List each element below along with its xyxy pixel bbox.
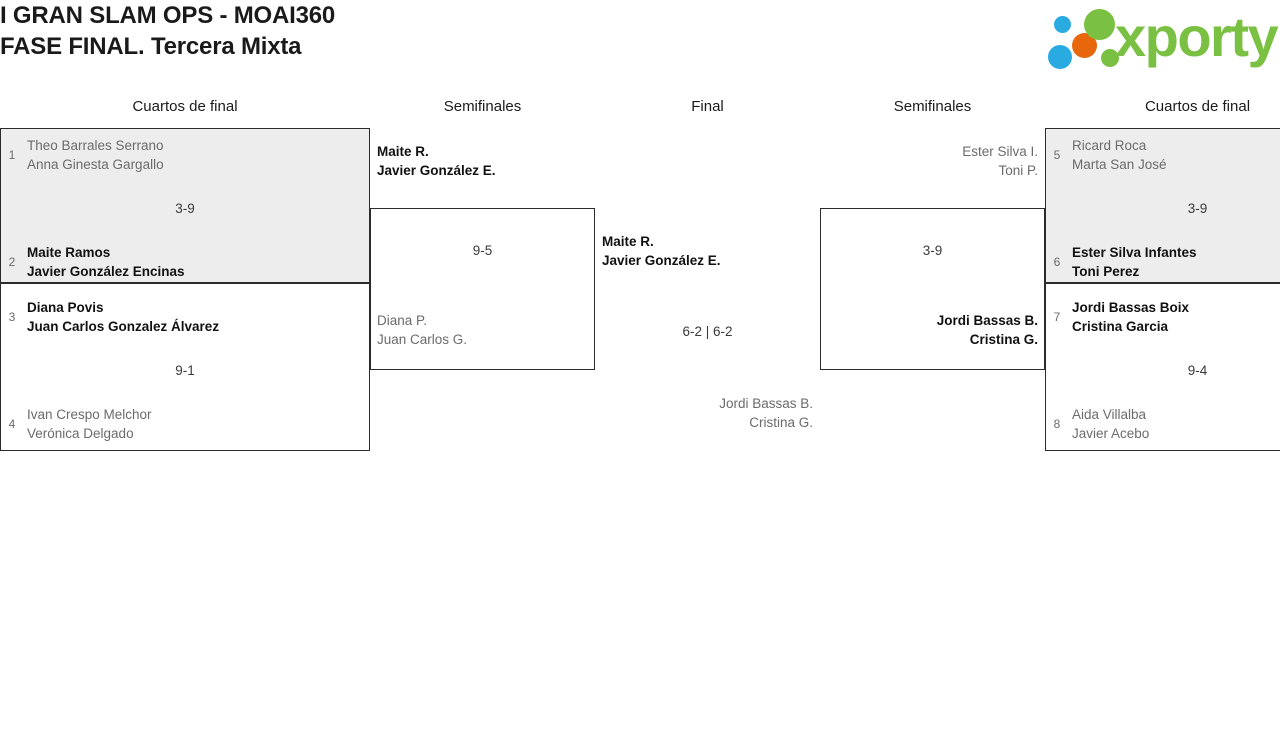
player-name: Toni Perez <box>1072 264 1140 279</box>
team-right-sf-top[interactable]: Ester Silva I. Toni P. <box>820 142 1038 180</box>
player-name: Anna Ginesta Gargallo <box>27 157 164 172</box>
player-name: Theo Barrales Serrano <box>27 138 164 153</box>
seed-right-qf2-bottom: 8 <box>1053 417 1061 431</box>
player-name: Jordi Bassas Boix <box>1072 300 1190 315</box>
seed-right-qf1-bottom: 6 <box>1053 255 1061 269</box>
player-name: Jordi Bassas B. <box>936 313 1038 328</box>
team-left-qf1-top[interactable]: Theo Barrales Serrano Anna Ginesta Garga… <box>27 136 164 174</box>
player-name: Ester Silva I. <box>962 144 1038 159</box>
round-header-right-semifinals: Semifinales <box>893 98 972 115</box>
score-right-qf-1: 3-9 <box>1187 201 1208 216</box>
seed-right-qf1-top: 5 <box>1053 148 1061 162</box>
player-name: Ester Silva Infantes <box>1072 245 1197 260</box>
player-name: Marta San José <box>1072 157 1167 172</box>
player-name: Ricard Roca <box>1072 138 1147 153</box>
team-right-qf1-top[interactable]: Ricard Roca Marta San José <box>1072 136 1167 174</box>
player-name: Cristina G. <box>749 415 813 430</box>
logo-dot-green-small-icon <box>1101 49 1119 67</box>
score-right-semifinal: 3-9 <box>922 243 943 258</box>
player-name: Jordi Bassas B. <box>719 396 813 411</box>
team-left-qf2-bottom[interactable]: Ivan Crespo Melchor Verónica Delgado <box>27 405 152 443</box>
match-box-left-semifinal[interactable] <box>370 208 595 370</box>
match-box-left-qf-1[interactable] <box>0 128 370 283</box>
page-title: I GRAN SLAM OPS - MOAI360 FASE FINAL. Te… <box>0 0 800 62</box>
player-name: Cristina G. <box>969 332 1038 347</box>
player-name: Diana Povis <box>27 300 104 315</box>
match-box-left-qf-2[interactable] <box>0 283 370 451</box>
seed-right-qf2-top: 7 <box>1053 310 1061 324</box>
score-left-qf-1: 3-9 <box>175 201 195 216</box>
score-right-qf-2: 9-4 <box>1187 363 1208 378</box>
score-left-semifinal: 9-5 <box>472 243 493 258</box>
round-header-right-quarterfinals: Cuartos de final <box>1144 98 1251 115</box>
logo-wordmark: xporty <box>1115 5 1279 68</box>
player-name: Juan Carlos Gonzalez Álvarez <box>27 319 220 334</box>
player-name: Juan Carlos G. <box>377 332 468 347</box>
score-final: 6-2 | 6-2 <box>682 324 733 339</box>
player-name: Javier González E. <box>377 163 496 178</box>
player-name: Toni P. <box>998 163 1038 178</box>
title-line-2: FASE FINAL. Tercera Mixta <box>0 33 302 60</box>
match-box-right-qf-2[interactable] <box>1045 283 1280 451</box>
player-name: Cristina Garcia <box>1072 319 1169 334</box>
round-header-final: Final <box>691 98 724 115</box>
player-name: Javier González Encinas <box>27 264 185 279</box>
team-left-qf2-top[interactable]: Diana Povis Juan Carlos Gonzalez Álvarez <box>27 298 219 336</box>
match-box-right-semifinal[interactable] <box>820 208 1045 370</box>
logo-dot-blue-small-icon <box>1054 16 1071 33</box>
player-name: Maite R. <box>602 234 654 249</box>
xporty-logo[interactable]: xporty <box>1045 4 1279 69</box>
team-right-sf-bottom[interactable]: Jordi Bassas B. Cristina G. <box>820 311 1038 349</box>
round-header-left-quarterfinals: Cuartos de final <box>132 98 238 115</box>
player-name: Diana P. <box>377 313 428 328</box>
team-left-sf-top[interactable]: Maite R. Javier González E. <box>377 142 496 180</box>
match-box-right-qf-1[interactable] <box>1045 128 1280 283</box>
team-left-sf-bottom[interactable]: Diana P. Juan Carlos G. <box>377 311 467 349</box>
seed-left-qf1-bottom: 2 <box>8 255 16 269</box>
logo-dots-icon <box>1045 6 1119 69</box>
round-header-left-semifinals: Semifinales <box>443 98 522 115</box>
seed-left-qf2-bottom: 4 <box>8 417 16 431</box>
title-line-1: I GRAN SLAM OPS - MOAI360 <box>0 2 336 29</box>
team-final-top[interactable]: Maite R. Javier González E. <box>602 232 721 270</box>
player-name: Javier González E. <box>602 253 721 268</box>
team-left-qf1-bottom[interactable]: Maite Ramos Javier González Encinas <box>27 243 185 281</box>
logo-dot-blue-large-icon <box>1048 45 1072 69</box>
player-name: Maite Ramos <box>27 245 111 260</box>
team-right-qf2-top[interactable]: Jordi Bassas Boix Cristina Garcia <box>1072 298 1189 336</box>
team-final-bottom[interactable]: Jordi Bassas B. Cristina G. <box>595 394 813 432</box>
player-name: Ivan Crespo Melchor <box>27 407 152 422</box>
seed-left-qf2-top: 3 <box>8 310 16 324</box>
seed-left-qf1-top: 1 <box>8 148 16 162</box>
logo-dot-green-large-icon <box>1084 9 1115 40</box>
team-right-qf2-bottom[interactable]: Aida Villalba Javier Acebo <box>1072 405 1149 443</box>
player-name: Verónica Delgado <box>27 426 134 441</box>
player-name: Maite R. <box>377 144 429 159</box>
score-left-qf-2: 9-1 <box>175 363 195 378</box>
player-name: Javier Acebo <box>1072 426 1150 441</box>
player-name: Aida Villalba <box>1072 407 1147 422</box>
team-right-qf1-bottom[interactable]: Ester Silva Infantes Toni Perez <box>1072 243 1197 281</box>
